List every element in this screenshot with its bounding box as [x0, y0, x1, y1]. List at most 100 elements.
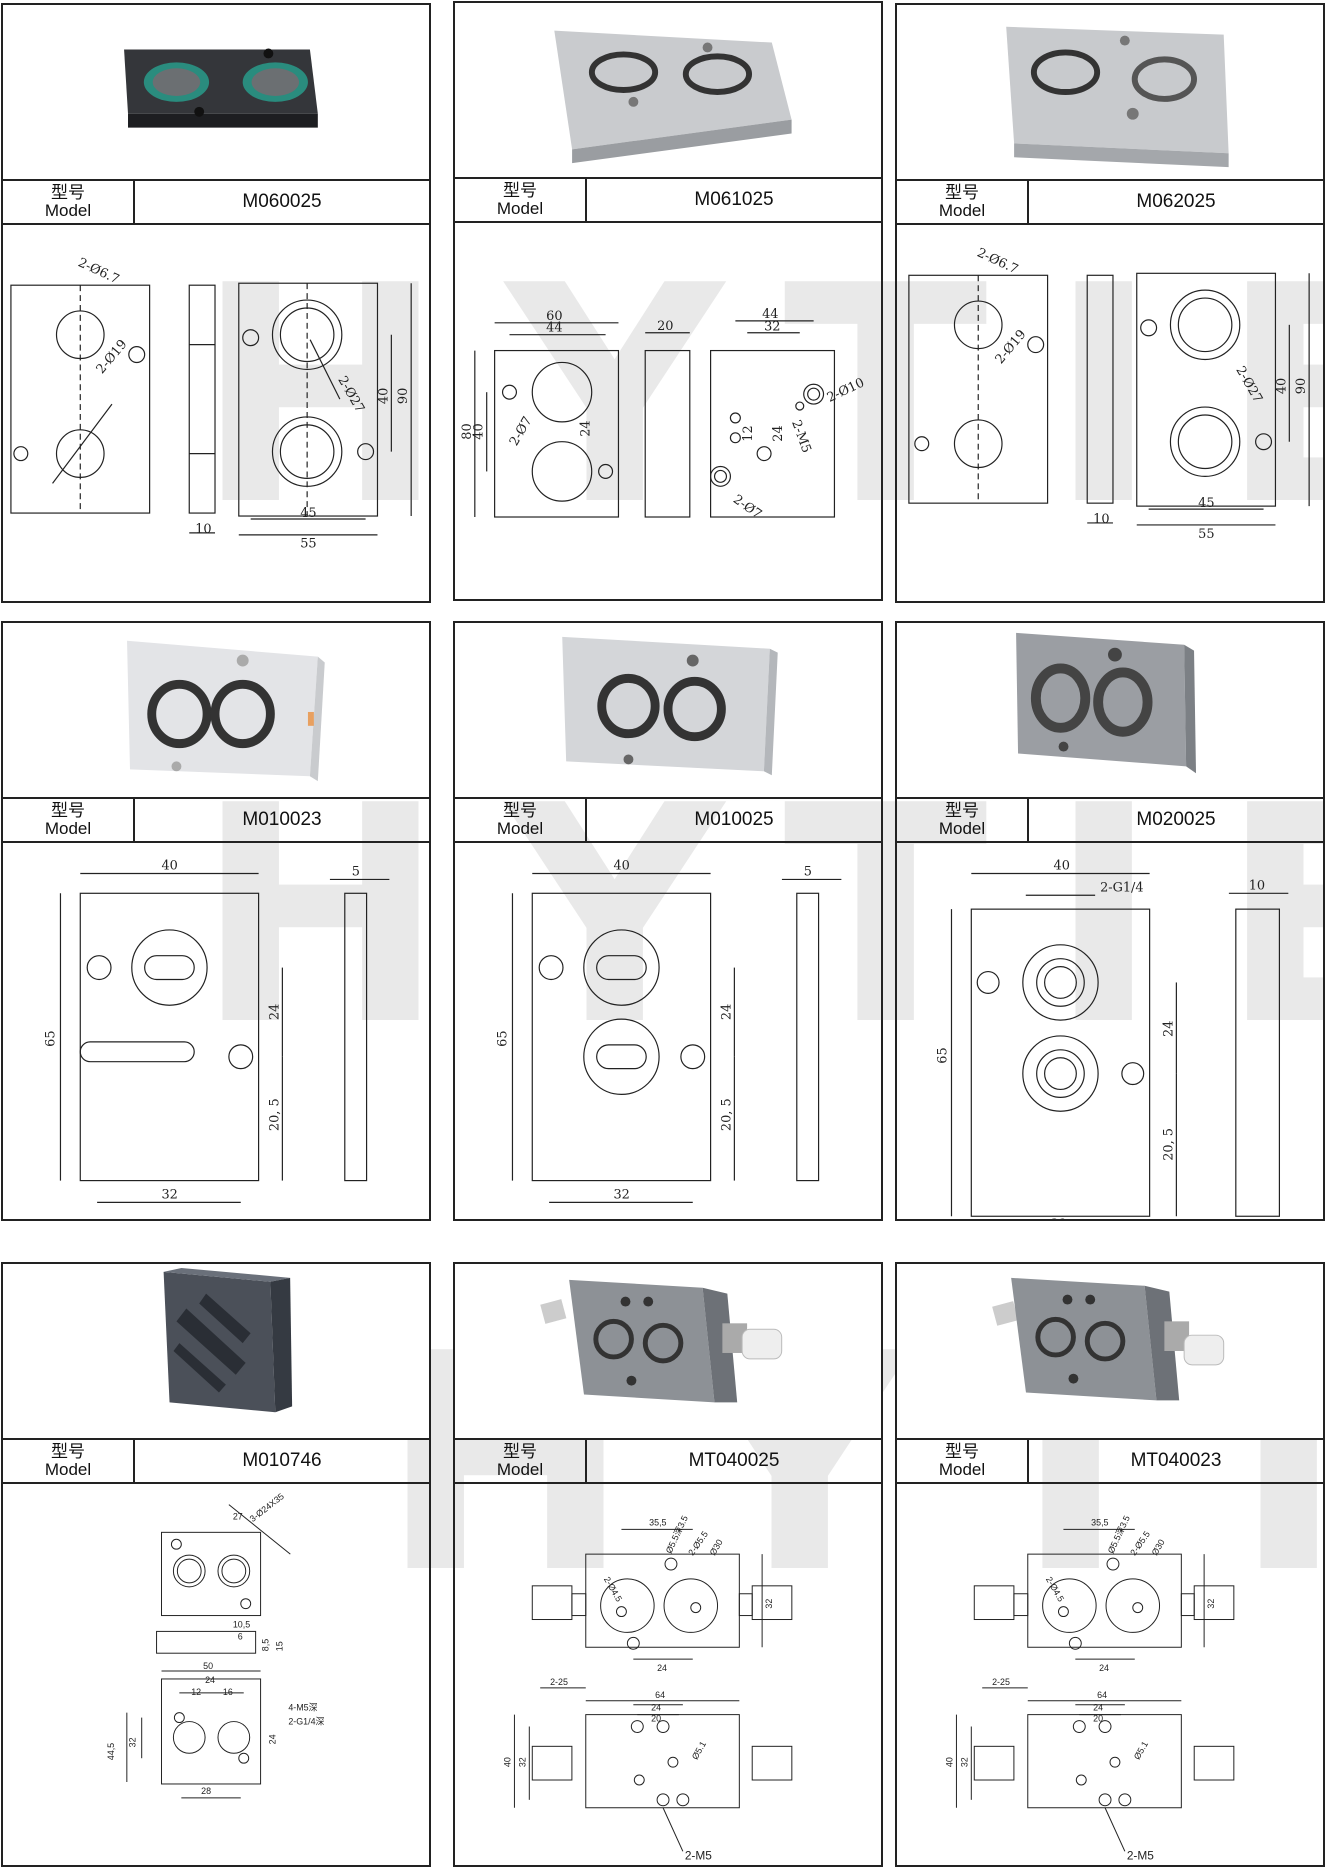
dim-label: 24 [657, 1663, 667, 1673]
model-number: M010023 [242, 809, 322, 830]
dim-label: 4-M5深 [288, 1703, 317, 1713]
model-number: MT040023 [1130, 1450, 1222, 1471]
dim-label: 80 [460, 423, 475, 439]
dim-label: 50 [203, 1661, 213, 1671]
dim-label: 64 [1097, 1690, 1107, 1700]
technical-drawing: 40 5 65 24 20, 5 32 [3, 843, 429, 1219]
dim-label: 12 [191, 1687, 201, 1697]
technical-drawing: 40 5 65 24 20, 5 32 [455, 843, 881, 1219]
dim-label: 55 [1198, 527, 1214, 542]
dim-label: 32 [1206, 1599, 1216, 1609]
product-photo [455, 623, 881, 799]
technical-drawing: 35,5 2-Ø5.5 Ø5.5深3.5 Ø30 2-Ø4.5 32 24 2-… [897, 1484, 1323, 1865]
dim-label: 40 [614, 859, 630, 874]
dim-label: 32 [517, 1757, 527, 1767]
dim-label: 2-Ø6.7 [76, 255, 122, 287]
dim-label: 10 [195, 522, 211, 537]
dim-label: 12 [741, 425, 756, 441]
dim-label: 2-M5 [788, 418, 814, 455]
dim-label: 24 [719, 1004, 734, 1020]
product-photo [897, 5, 1323, 181]
dim-label: 40 [502, 1757, 512, 1767]
dim-label: 10,5 [233, 1619, 250, 1629]
dim-label: 45 [300, 506, 316, 521]
dim-label: 90 [1294, 378, 1309, 394]
dim-label: 32 [162, 1187, 178, 1202]
dim-label: 2-Ø27 [1232, 364, 1265, 406]
dim-label: 65 [496, 1030, 511, 1046]
dim-label: 27 [233, 1511, 243, 1521]
model-number: MT040025 [688, 1450, 780, 1471]
dim-label: 2-Ø7 [730, 492, 764, 522]
dim-label: 20 [651, 1714, 661, 1724]
dim-label: 24 [771, 425, 786, 441]
dim-label: 2-Ø10 [825, 375, 867, 405]
dim-label: 64 [655, 1690, 665, 1700]
product-photo [455, 3, 881, 179]
dim-label: 2-Ø5.5 [1128, 1529, 1152, 1557]
technical-drawing: 60 44 20 44 32 2-Ø10 80 40 2-Ø7 24 12 24… [455, 223, 881, 599]
dim-label: 40 [944, 1757, 954, 1767]
dim-label: 2-Ø4.5 [1044, 1575, 1066, 1604]
dim-label: 10 [1093, 512, 1109, 527]
dim-label: Ø5.5深3.5 [1106, 1514, 1132, 1555]
dim-label: 5 [804, 864, 812, 879]
dim-label: 44 [546, 321, 562, 336]
dim-label: 28 [201, 1786, 211, 1796]
dim-label: 20 [657, 319, 673, 334]
dim-label: 20, 5 [267, 1098, 282, 1131]
dim-label: 2-25 [992, 1677, 1010, 1687]
dim-label: 24 [1099, 1663, 1109, 1673]
dim-label: 6 [238, 1631, 243, 1641]
dim-label: 20, 5 [719, 1098, 734, 1131]
product-photo [897, 1264, 1323, 1440]
dim-label: 2-Ø5.5 [686, 1529, 710, 1557]
product-photo [3, 1264, 429, 1440]
product-photo [455, 1264, 881, 1440]
model-number: M010746 [242, 1450, 322, 1471]
dim-label: 32 [959, 1757, 969, 1767]
dim-label: 20 [1093, 1714, 1103, 1724]
technical-drawing: 27 3-Ø24X35 10,5 6 8,5 15 50 24 12 16 4-… [3, 1484, 429, 1865]
model-number: M061025 [694, 189, 774, 210]
dim-label: 65 [44, 1030, 59, 1046]
model-number: M020025 [1136, 809, 1216, 830]
technical-drawing: 2-Ø6.7 2-Ø19 2-Ø27 40 90 10 45 55 [897, 225, 1323, 601]
dim-label: 40 [472, 423, 487, 439]
dim-label: Ø5.1 [1132, 1739, 1150, 1761]
model-number: M062025 [1136, 191, 1216, 212]
dim-label: 2-M5 [685, 1848, 712, 1862]
dim-label: 20, 5 [1161, 1128, 1176, 1161]
dim-label: 44 [762, 307, 778, 322]
dim-label: 24 [267, 1734, 277, 1744]
dim-label: 16 [223, 1687, 233, 1697]
dim-label: 2-Ø27 [334, 374, 367, 416]
dim-label: 5 [352, 864, 360, 879]
dim-label: 2-Ø7 [507, 414, 536, 449]
dim-label: 65 [936, 1047, 951, 1063]
dim-label: 40 [1054, 859, 1070, 874]
dim-label: 35,5 [1091, 1517, 1108, 1527]
dim-label: 2-Ø19 [94, 337, 131, 377]
dim-label: 2-G1/4 [1100, 880, 1144, 895]
